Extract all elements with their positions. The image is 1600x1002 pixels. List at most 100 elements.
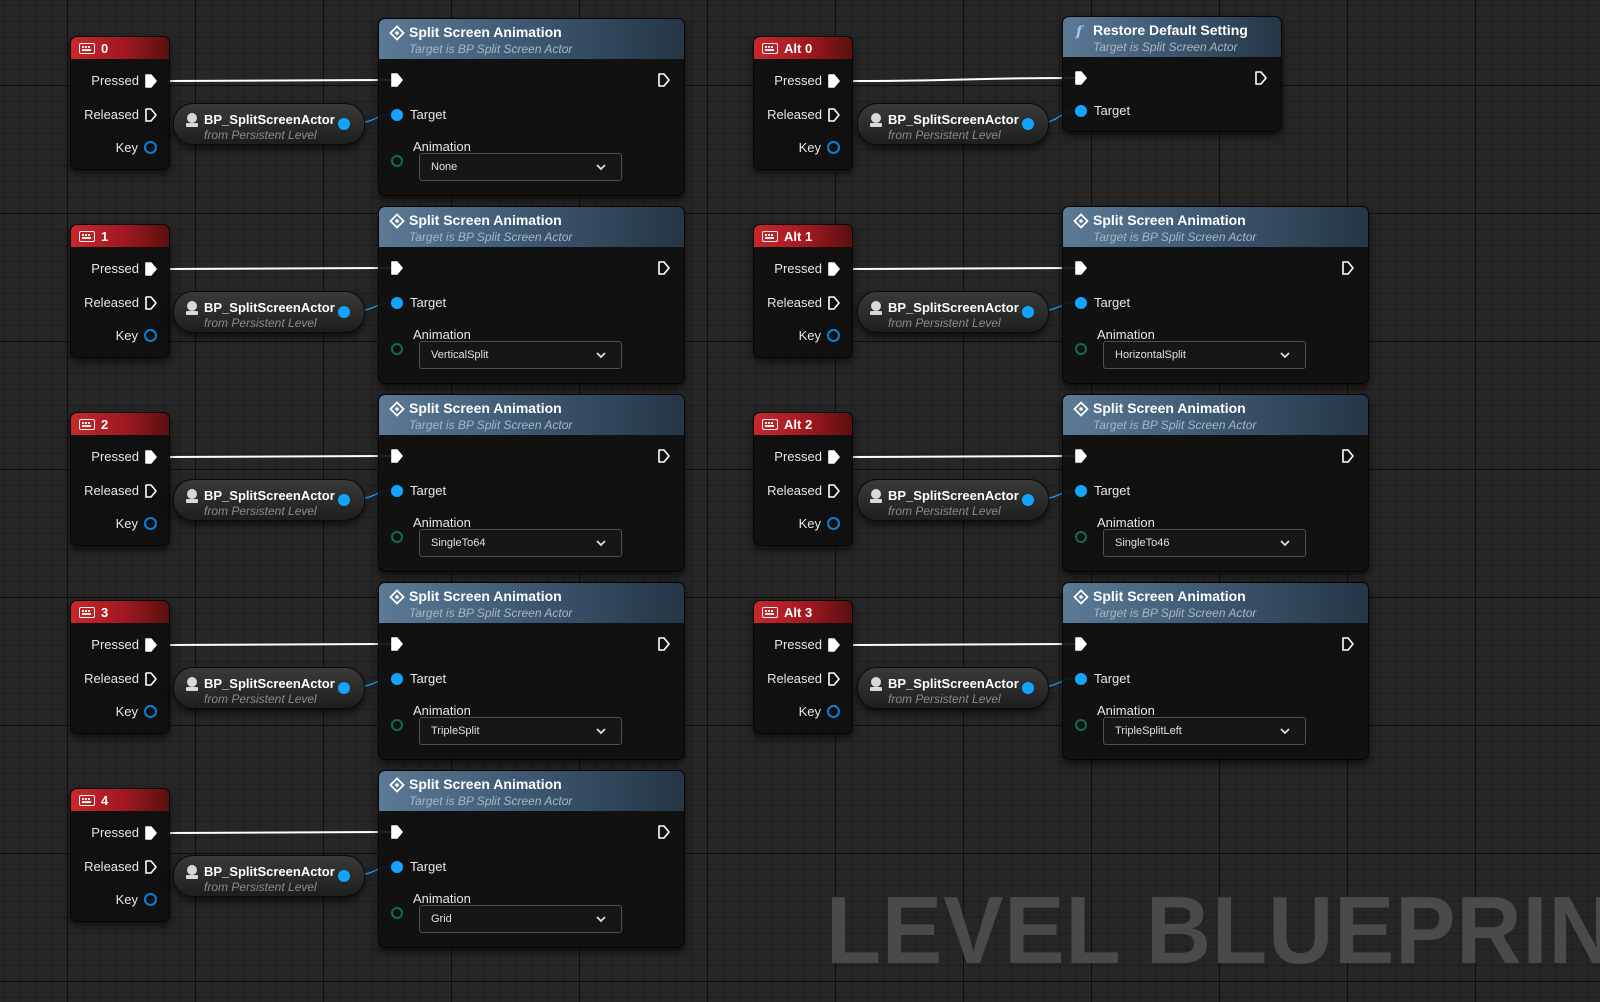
- target-pin-icon[interactable]: [391, 672, 403, 685]
- exec-out-pin-icon[interactable]: [145, 295, 157, 310]
- exec-out-pin[interactable]: [658, 261, 670, 280]
- released-pin[interactable]: Released: [767, 483, 840, 498]
- target-pin-icon[interactable]: [1075, 672, 1087, 685]
- target-pin[interactable]: Target: [391, 107, 446, 122]
- exec-out-pin-icon[interactable]: [145, 825, 157, 840]
- exec-wire[interactable]: [167, 643, 393, 646]
- pressed-pin[interactable]: Pressed: [774, 73, 840, 88]
- exec-in-pin[interactable]: [1075, 261, 1087, 280]
- key-pin[interactable]: Key: [116, 328, 157, 343]
- key-pin[interactable]: Key: [116, 892, 157, 907]
- exec-in-pin-icon[interactable]: [1075, 71, 1087, 85]
- actor-output-pin[interactable]: [1022, 306, 1034, 318]
- exec-in-pin[interactable]: [391, 449, 403, 468]
- target-pin[interactable]: Target: [391, 295, 446, 310]
- input-node-header[interactable]: 2: [71, 413, 169, 435]
- exec-out-pin-icon[interactable]: [145, 73, 157, 88]
- actor-output-pin[interactable]: [338, 306, 350, 318]
- released-pin[interactable]: Released: [84, 483, 157, 498]
- exec-out-pin-icon[interactable]: [828, 637, 840, 652]
- animation-pin-icon[interactable]: [391, 155, 403, 167]
- input-node-header[interactable]: Alt 1: [754, 225, 852, 247]
- exec-out-pin-icon[interactable]: [828, 671, 840, 686]
- exec-out-pin[interactable]: [1342, 261, 1354, 280]
- released-pin[interactable]: Released: [767, 671, 840, 686]
- key-pin[interactable]: Key: [799, 328, 840, 343]
- actor-output-pin[interactable]: [338, 494, 350, 506]
- key-pin[interactable]: Key: [799, 704, 840, 719]
- exec-in-pin[interactable]: [1075, 637, 1087, 656]
- exec-out-pin-icon[interactable]: [145, 483, 157, 498]
- exec-out-pin-icon[interactable]: [145, 449, 157, 464]
- target-pin[interactable]: Target: [1075, 295, 1130, 310]
- pressed-pin[interactable]: Pressed: [91, 73, 157, 88]
- exec-wire[interactable]: [850, 455, 1077, 458]
- exec-out-pin[interactable]: [658, 637, 670, 656]
- key-pin-icon[interactable]: [144, 893, 157, 906]
- released-pin[interactable]: Released: [767, 107, 840, 122]
- exec-wire[interactable]: [850, 77, 1077, 82]
- actor-output-pin[interactable]: [1022, 682, 1034, 694]
- target-pin-icon[interactable]: [1075, 104, 1087, 117]
- target-pin[interactable]: Target: [391, 671, 446, 686]
- input-node-header[interactable]: 1: [71, 225, 169, 247]
- exec-out-pin-icon[interactable]: [658, 637, 670, 651]
- input-node-header[interactable]: 0: [71, 37, 169, 59]
- pressed-pin[interactable]: Pressed: [91, 825, 157, 840]
- target-pin[interactable]: Target: [391, 483, 446, 498]
- actor-output-pin[interactable]: [338, 682, 350, 694]
- exec-out-pin-icon[interactable]: [145, 637, 157, 652]
- target-pin-icon[interactable]: [391, 860, 403, 873]
- input-node-header[interactable]: Alt 0: [754, 37, 852, 59]
- target-pin[interactable]: Target: [1075, 671, 1130, 686]
- exec-out-pin-icon[interactable]: [145, 107, 157, 122]
- exec-out-pin[interactable]: [1342, 637, 1354, 656]
- target-pin-icon[interactable]: [391, 296, 403, 309]
- animation-pin-icon[interactable]: [391, 531, 403, 543]
- exec-wire[interactable]: [167, 831, 393, 834]
- exec-wire[interactable]: [850, 643, 1077, 646]
- key-pin-icon[interactable]: [144, 141, 157, 154]
- actor-output-pin[interactable]: [338, 118, 350, 130]
- target-pin-icon[interactable]: [1075, 296, 1087, 309]
- target-pin[interactable]: Target: [391, 859, 446, 874]
- exec-wire[interactable]: [167, 455, 393, 458]
- animation-pin-icon[interactable]: [1075, 719, 1087, 731]
- released-pin[interactable]: Released: [767, 295, 840, 310]
- target-pin-icon[interactable]: [391, 108, 403, 121]
- pressed-pin[interactable]: Pressed: [774, 261, 840, 276]
- pressed-pin[interactable]: Pressed: [91, 261, 157, 276]
- exec-in-pin[interactable]: [391, 73, 403, 92]
- exec-in-pin-icon[interactable]: [391, 73, 403, 87]
- exec-in-pin-icon[interactable]: [391, 825, 403, 839]
- exec-out-pin-icon[interactable]: [658, 261, 670, 275]
- animation-dropdown[interactable]: HorizontalSplit: [1103, 341, 1306, 369]
- key-pin[interactable]: Key: [116, 140, 157, 155]
- released-pin[interactable]: Released: [84, 671, 157, 686]
- exec-out-pin-icon[interactable]: [1342, 261, 1354, 275]
- exec-out-pin[interactable]: [658, 825, 670, 844]
- animation-dropdown[interactable]: TripleSplitLeft: [1103, 717, 1306, 745]
- exec-out-pin[interactable]: [1255, 71, 1267, 90]
- exec-out-pin-icon[interactable]: [1255, 71, 1267, 85]
- key-pin[interactable]: Key: [116, 516, 157, 531]
- exec-in-pin[interactable]: [1075, 449, 1087, 468]
- exec-in-pin-icon[interactable]: [1075, 637, 1087, 651]
- actor-output-pin[interactable]: [1022, 118, 1034, 130]
